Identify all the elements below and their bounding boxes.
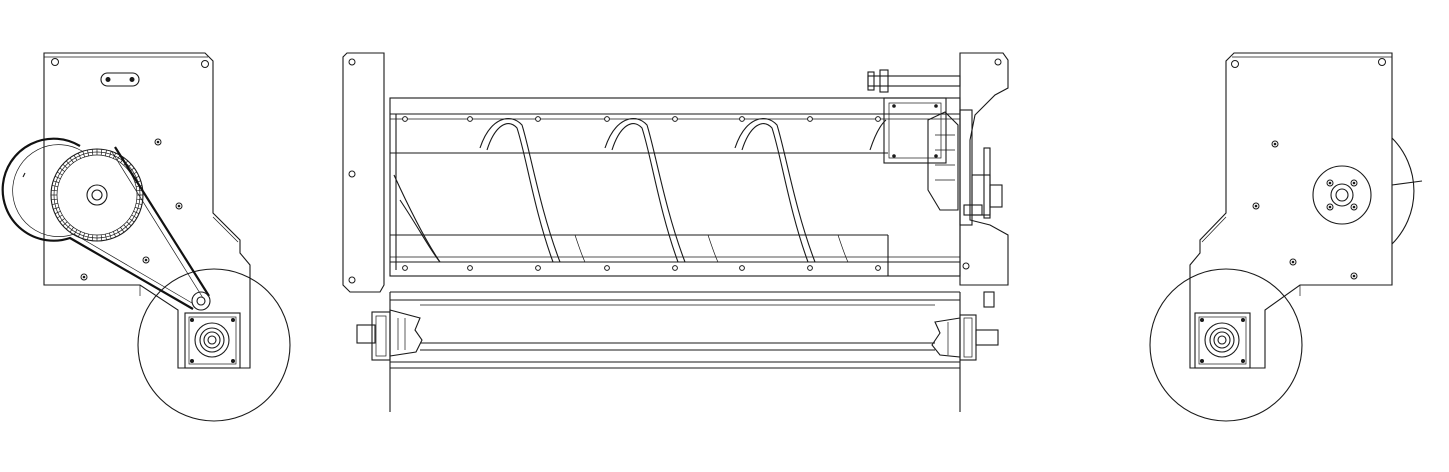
small-pulley: [191, 291, 211, 311]
sprocket-tooth: [56, 214, 63, 219]
sprocket-tooth: [109, 151, 112, 158]
sprocket-tooth: [112, 231, 117, 238]
trough-body: [389, 97, 961, 277]
sprocket-tooth: [100, 149, 103, 156]
left-side-plate: [43, 52, 251, 369]
trough-bolt: [875, 116, 881, 122]
sprocket-tooth: [82, 151, 85, 158]
sprocket-tooth: [116, 229, 121, 236]
sprocket-tooth: [136, 202, 143, 205]
sprocket-tooth: [51, 185, 58, 188]
sprocket-tooth: [69, 227, 74, 233]
sprocket-tooth: [56, 171, 63, 176]
sprocket-tooth: [62, 163, 68, 169]
top-slot: [100, 72, 140, 87]
trough-bolt: [875, 265, 881, 271]
sprocket-tooth: [100, 234, 103, 241]
left-bearing-housing: [184, 312, 241, 369]
sprocket-tooth: [109, 232, 112, 239]
sprocket-tooth: [51, 198, 58, 201]
sprocket-tooth: [69, 157, 74, 163]
sprocket-tooth: [87, 149, 90, 156]
trough-bolt: [402, 265, 408, 271]
right-side-plate: [1189, 52, 1393, 369]
right-bearing-housing: [1194, 312, 1251, 369]
sprocket-tooth: [126, 221, 132, 227]
trough-bolt: [739, 265, 745, 271]
trough-bolt: [739, 116, 745, 122]
sprocket-tooth: [51, 189, 58, 192]
trough-bolt: [604, 116, 610, 122]
left-disc: [137, 268, 291, 422]
sprocket-tooth: [104, 149, 107, 156]
sprocket-tooth: [59, 218, 65, 223]
trough-bolt: [672, 265, 678, 271]
front-view: [342, 52, 1009, 412]
left-side-view: [1, 52, 291, 422]
lower-roller: [356, 291, 999, 412]
trough-bolt: [467, 265, 473, 271]
sprocket-tooth: [77, 231, 82, 238]
right-end-plate: [959, 52, 1009, 286]
right-hub: [1312, 165, 1372, 225]
sprocket-tooth: [91, 149, 94, 156]
trough-bolt: [402, 116, 408, 122]
sprocket-tooth: [73, 154, 78, 161]
trough-bolt: [535, 116, 541, 122]
sprocket-tooth: [54, 175, 61, 180]
sprocket-tooth: [53, 180, 60, 183]
sprocket-tooth: [131, 214, 138, 219]
sprocket-tooth: [82, 232, 85, 239]
sprocket-tooth: [51, 202, 58, 205]
left-end-plate: [342, 52, 385, 293]
drive-assembly: [867, 69, 1003, 308]
sprocket-tooth: [133, 210, 140, 215]
auger-screw: [393, 117, 887, 263]
sprocket-tooth: [104, 234, 107, 241]
trough-bolt: [467, 116, 473, 122]
sprocket-tooth: [123, 224, 129, 230]
right-side-view: [1149, 52, 1423, 422]
sprocket-tooth: [87, 234, 90, 241]
right-disc: [1149, 268, 1303, 422]
trough-bolt: [604, 265, 610, 271]
sprocket-tooth: [91, 234, 94, 241]
sprocket-tooth: [65, 160, 71, 166]
sprocket-tooth: [62, 221, 68, 227]
sprocket-tooth: [59, 167, 65, 172]
sprocket-tooth: [134, 207, 141, 210]
sprocket-tooth: [65, 224, 71, 230]
drive-belt: [1, 137, 194, 310]
sprocket-tooth: [129, 218, 135, 223]
trough-bolt: [807, 265, 813, 271]
sprocket-tooth: [120, 227, 125, 233]
sprocket-tooth: [54, 210, 61, 215]
large-sprocket: [50, 148, 144, 242]
trough-bolt: [672, 116, 678, 122]
trough-bolt: [807, 116, 813, 122]
sprocket-tooth: [77, 152, 82, 159]
trough-bolt: [535, 265, 541, 271]
sprocket-tooth: [53, 207, 60, 210]
